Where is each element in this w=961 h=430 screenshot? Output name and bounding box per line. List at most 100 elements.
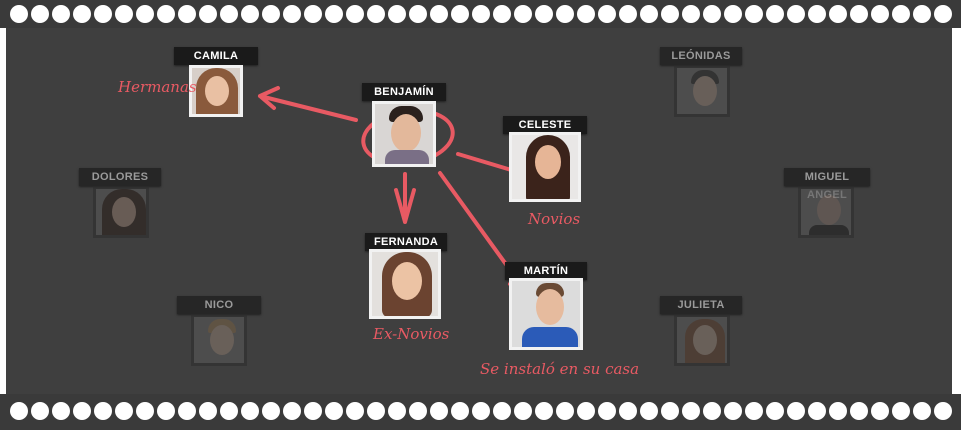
film-hole <box>871 402 889 420</box>
card-julieta-name: JULIETA <box>660 296 742 314</box>
film-hole <box>304 5 322 23</box>
film-hole <box>493 402 511 420</box>
film-hole <box>367 402 385 420</box>
film-hole <box>178 402 196 420</box>
film-hole <box>682 5 700 23</box>
film-hole <box>73 402 91 420</box>
film-hole <box>745 5 763 23</box>
film-hole <box>346 402 364 420</box>
film-hole <box>283 402 301 420</box>
film-hole <box>577 5 595 23</box>
film-hole <box>10 402 28 420</box>
film-hole <box>409 402 427 420</box>
film-hole <box>766 5 784 23</box>
film-hole <box>199 402 217 420</box>
film-hole <box>73 5 91 23</box>
film-hole <box>157 5 175 23</box>
card-julieta[interactable]: JULIETA <box>660 296 742 368</box>
film-hole <box>178 5 196 23</box>
film-hole <box>325 5 343 23</box>
film-hole <box>199 5 217 23</box>
film-hole <box>31 5 49 23</box>
film-hole <box>283 5 301 23</box>
film-hole <box>619 402 637 420</box>
card-martin-name: MARTÍN <box>505 262 587 280</box>
film-hole <box>724 402 742 420</box>
card-leonidas-name: LEÓNIDAS <box>660 47 742 65</box>
film-hole <box>430 402 448 420</box>
card-dolores[interactable]: DOLORES <box>79 168 161 240</box>
film-hole <box>535 402 553 420</box>
film-hole <box>430 5 448 23</box>
film-hole <box>745 402 763 420</box>
card-nico-name: NICO <box>177 296 261 314</box>
miguel-angel-photo <box>798 186 854 238</box>
relation-martin: Se instaló en su casa <box>480 360 640 378</box>
card-benjamin-name: BENJAMÍN <box>362 83 446 101</box>
film-hole <box>472 402 490 420</box>
film-hole <box>241 402 259 420</box>
card-dolores-name: DOLORES <box>79 168 161 186</box>
card-miguel-angel-name: MIGUEL ANGEL <box>784 168 870 201</box>
film-hole <box>514 5 532 23</box>
fernanda-photo <box>369 249 441 319</box>
film-hole <box>262 402 280 420</box>
film-hole <box>640 5 658 23</box>
camila-photo <box>189 65 243 117</box>
relation-camila: Hermanas <box>118 78 197 96</box>
film-hole <box>220 402 238 420</box>
card-camila-name: CAMILA <box>174 47 258 65</box>
card-fernanda[interactable]: FERNANDA <box>365 233 447 319</box>
relation-fernanda: Ex-Novios <box>373 325 450 343</box>
martin-photo <box>509 278 583 350</box>
film-hole <box>913 5 931 23</box>
film-hole <box>451 5 469 23</box>
film-hole <box>934 402 952 420</box>
card-leonidas[interactable]: LEÓNIDAS <box>660 47 742 119</box>
film-hole <box>598 402 616 420</box>
film-hole <box>850 402 868 420</box>
film-hole <box>262 5 280 23</box>
celeste-photo <box>509 132 581 202</box>
card-camila[interactable]: CAMILA <box>174 47 258 119</box>
film-hole <box>136 402 154 420</box>
film-hole <box>934 5 952 23</box>
film-hole <box>913 402 931 420</box>
arrow-to-camila <box>258 86 358 122</box>
film-perforation-top <box>0 0 961 28</box>
card-celeste-name: CELESTE <box>503 116 587 134</box>
film-hole <box>598 5 616 23</box>
film-hole <box>808 5 826 23</box>
film-hole <box>94 402 112 420</box>
dolores-photo <box>93 186 149 238</box>
film-hole <box>514 402 532 420</box>
card-celeste[interactable]: CELESTE <box>503 116 587 202</box>
film-hole <box>640 402 658 420</box>
card-nico[interactable]: NICO <box>177 296 261 368</box>
film-hole <box>304 402 322 420</box>
film-hole <box>661 5 679 23</box>
card-miguel-angel[interactable]: MIGUEL ANGEL <box>784 168 870 240</box>
film-hole <box>703 5 721 23</box>
film-hole <box>52 5 70 23</box>
film-hole <box>388 402 406 420</box>
film-hole <box>325 402 343 420</box>
arrow-to-fernanda <box>394 172 416 224</box>
film-hole <box>619 5 637 23</box>
card-martin[interactable]: MARTÍN <box>505 262 587 350</box>
film-hole <box>892 5 910 23</box>
film-hole <box>787 5 805 23</box>
film-hole <box>220 5 238 23</box>
film-hole <box>535 5 553 23</box>
leonidas-photo <box>674 65 730 117</box>
card-benjamin[interactable]: BENJAMÍN <box>362 83 446 169</box>
film-hole <box>850 5 868 23</box>
julieta-photo <box>674 314 730 366</box>
film-hole <box>493 5 511 23</box>
film-hole <box>724 5 742 23</box>
film-hole <box>451 402 469 420</box>
card-fernanda-name: FERNANDA <box>365 233 447 251</box>
film-hole <box>115 5 133 23</box>
film-hole <box>577 402 595 420</box>
